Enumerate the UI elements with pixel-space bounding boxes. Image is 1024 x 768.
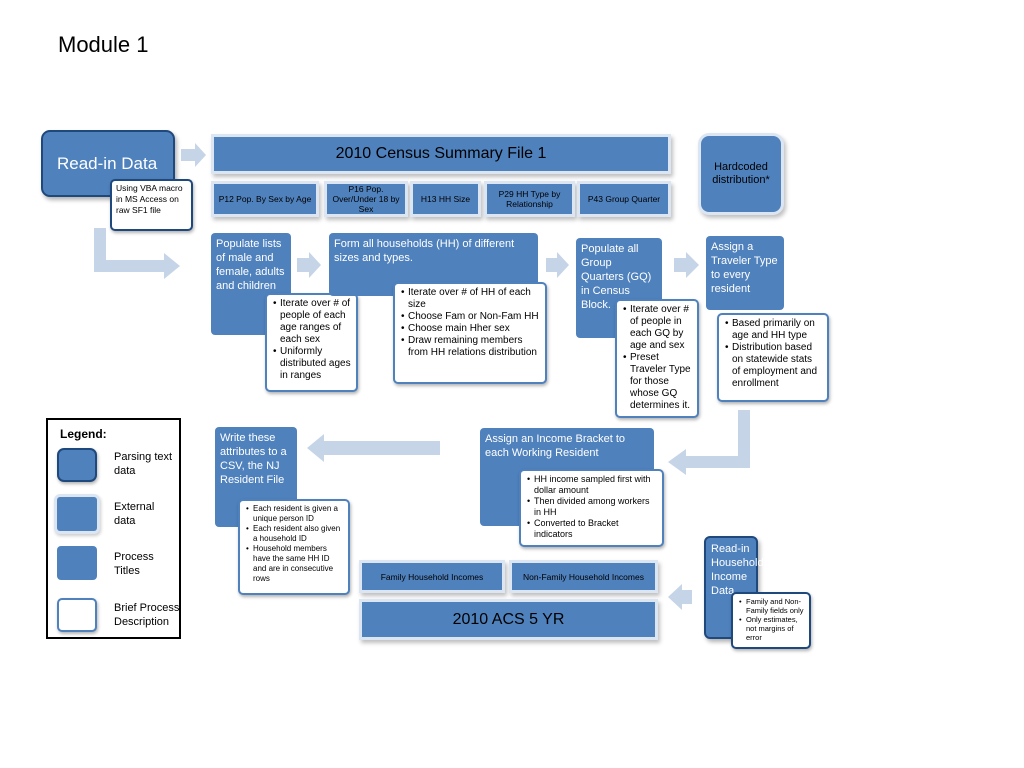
process-title: Populate all Group Quarters (GQ) in Cens… — [581, 243, 652, 311]
census-sf1-title: 2010 Census Summary File 1 — [335, 145, 547, 162]
list-item: Only estimates, not margins of error — [739, 615, 804, 642]
list-item: Each resident also given a household ID — [246, 524, 343, 544]
list-item: Iterate over # of HH of each size — [401, 287, 540, 311]
list-item: Based primarily on age and HH type — [725, 318, 822, 342]
legend-label: Brief Process Description — [114, 602, 180, 628]
brief-form-households: Iterate over # of HH of each size Choose… — [393, 282, 547, 384]
list-item: Each resident is given a unique person I… — [246, 504, 343, 524]
list-item: HH income sampled first with dollar amou… — [527, 474, 657, 496]
legend-swatch-external — [57, 497, 97, 531]
list-item: Preset Traveler Type for those whose GQ … — [623, 352, 692, 412]
list-item: Distribution based on statewide stats of… — [725, 342, 822, 390]
list-item: Uniformly distributed ages in ranges — [273, 346, 351, 382]
legend-label: Process Titles — [114, 551, 154, 577]
brief-write-csv: Each resident is given a unique person I… — [238, 499, 350, 595]
arrow-right-icon — [297, 252, 321, 278]
census-table-p16: P16 Pop. Over/Under 18 by Sex — [327, 184, 405, 214]
list-item: Household members have the same HH ID an… — [246, 544, 343, 584]
list-item: Family and Non-Family fields only — [739, 597, 804, 615]
legend-swatch-parsing — [57, 448, 97, 482]
acs-table-nonfamily: Non-Family Household Incomes — [512, 563, 655, 590]
list-item: Choose Fam or Non-Fam HH — [401, 311, 540, 323]
census-table-p12: P12 Pop. By Sex by Age — [214, 184, 316, 214]
arrow-elbow-icon — [668, 410, 750, 475]
list-item: Converted to Bracket indicators — [527, 518, 657, 540]
arrow-elbow-icon — [94, 228, 180, 279]
read-in-data-title: Read-in Data — [57, 154, 158, 173]
hardcoded-distribution-text: Hardcoded distribution* — [712, 161, 770, 186]
acs-5yr-box: 2010 ACS 5 YR — [362, 602, 655, 637]
read-in-note: Using VBA macro in MS Access on raw SF1 … — [110, 179, 193, 231]
legend-label: Parsing text data — [114, 451, 173, 477]
process-title: Assign an Income Bracket to each Working… — [485, 433, 626, 459]
acs-5yr-title: 2010 ACS 5 YR — [452, 610, 565, 628]
list-item: Then divided among workers in HH — [527, 496, 657, 518]
brief-household-income: Family and Non-Family fields only Only e… — [731, 592, 811, 649]
census-table-p29: P29 HH Type by Relationship — [487, 184, 572, 214]
legend-swatch-brief — [57, 598, 97, 632]
list-item: Iterate over # of people of each age ran… — [273, 298, 351, 346]
list-item: Iterate over # of people in each GQ by a… — [623, 304, 692, 352]
census-table-h13: H13 HH Size — [413, 184, 478, 214]
read-in-note-text: Using VBA macro in MS Access on raw SF1 … — [116, 183, 183, 215]
arrow-right-icon — [674, 252, 699, 278]
process-title: Write these attributes to a CSV, the NJ … — [220, 432, 287, 486]
brief-populate-lists: Iterate over # of people of each age ran… — [265, 293, 358, 392]
legend-label: External data — [114, 501, 155, 527]
arrow-right-icon — [546, 252, 569, 278]
arrow-right-icon — [181, 143, 206, 167]
process-title: Assign a Traveler Type to every resident — [711, 241, 778, 295]
arrow-left-icon — [307, 434, 440, 462]
list-item: Draw remaining members from HH relations… — [401, 335, 540, 359]
acs-table-family: Family Household Incomes — [362, 563, 502, 590]
process-traveler-type: Assign a Traveler Type to every resident — [706, 236, 784, 310]
brief-income-bracket: HH income sampled first with dollar amou… — [519, 469, 664, 547]
arrow-left-icon — [668, 584, 692, 610]
brief-traveler-type: Based primarily on age and HH type Distr… — [717, 313, 829, 402]
process-title: Populate lists of male and female, adult… — [216, 238, 285, 292]
list-item: Choose main Hher sex — [401, 323, 540, 335]
legend-swatch-process — [57, 546, 97, 580]
census-sf1-box: 2010 Census Summary File 1 — [214, 137, 668, 171]
household-income-title: Read-in Household Income Data — [711, 543, 764, 597]
hardcoded-distribution-box: Hardcoded distribution* — [701, 136, 781, 212]
brief-group-quarters: Iterate over # of people in each GQ by a… — [615, 299, 699, 418]
page-title: Module 1 — [58, 32, 149, 57]
legend: Legend: Parsing text data External data … — [46, 418, 181, 639]
process-title: Form all households (HH) of different si… — [334, 238, 515, 264]
legend-title: Legend: — [60, 427, 107, 441]
census-table-p43: P43 Group Quarter — [580, 184, 668, 214]
